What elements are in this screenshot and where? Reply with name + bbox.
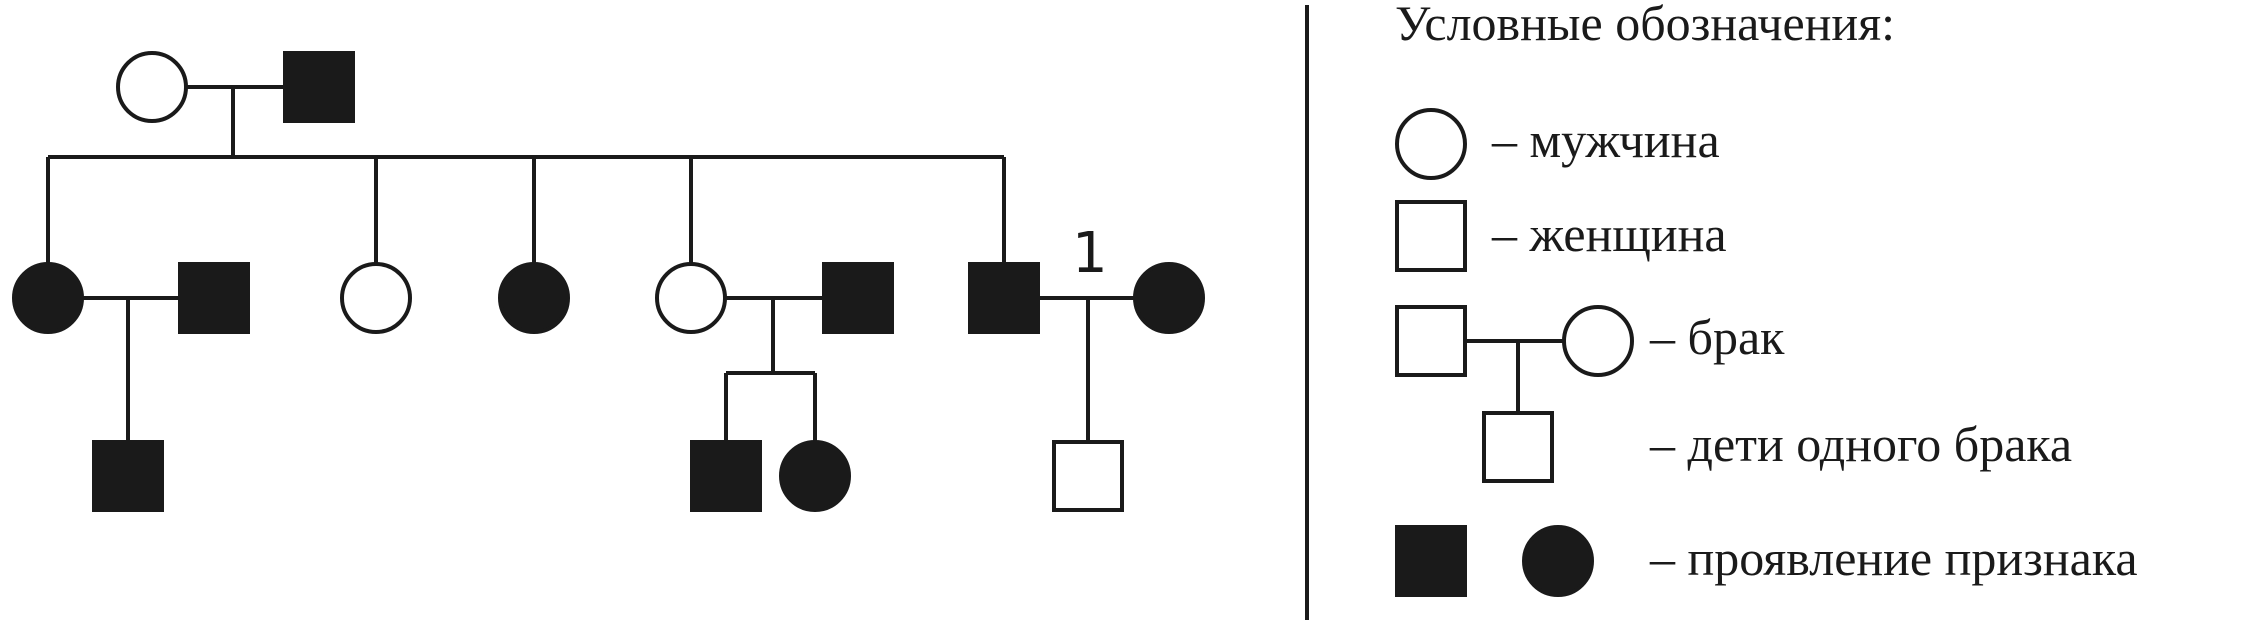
female-square-affected [92, 440, 164, 512]
legend-trait-square-icon [1395, 525, 1467, 597]
legend-woman-square-icon [1395, 200, 1467, 272]
female-square-affected [822, 262, 894, 334]
legend-title: Условные обозначения: [1395, 0, 1895, 51]
male-circle-affected [498, 262, 570, 334]
legend-trait-circle-icon [1522, 525, 1594, 597]
pedigree-lines [46, 85, 1135, 442]
legend-marriage-label: – брак [1649, 309, 1785, 365]
female-square-affected [690, 440, 762, 512]
male-circle-affected [1133, 262, 1205, 334]
female-square-affected [968, 262, 1040, 334]
legend-man-circle-icon [1395, 108, 1467, 180]
male-circle-unaffected [655, 262, 727, 334]
male-circle-unaffected [340, 262, 412, 334]
legend-marriage-icon [1395, 305, 1634, 483]
generation-2 [12, 262, 1205, 334]
female-square-affected [178, 262, 250, 334]
legend-children-label: – дети одного брака [1649, 416, 2072, 472]
legend-trait-label: – проявление признака [1649, 530, 2138, 586]
generation-1 [116, 51, 355, 123]
female-square-affected [283, 51, 355, 123]
legend-woman-label: – женщина [1491, 206, 1727, 262]
male-circle-unaffected [116, 51, 188, 123]
legend-man-label: – мужчина [1491, 112, 1720, 168]
family-marker-label: 1 [1072, 221, 1108, 286]
female-square-unaffected [1052, 440, 1124, 512]
generation-3 [92, 440, 1124, 512]
legend: Условные обозначения: – мужчина – женщин… [1395, 0, 2138, 597]
male-circle-affected [779, 440, 851, 512]
male-circle-affected [12, 262, 84, 334]
